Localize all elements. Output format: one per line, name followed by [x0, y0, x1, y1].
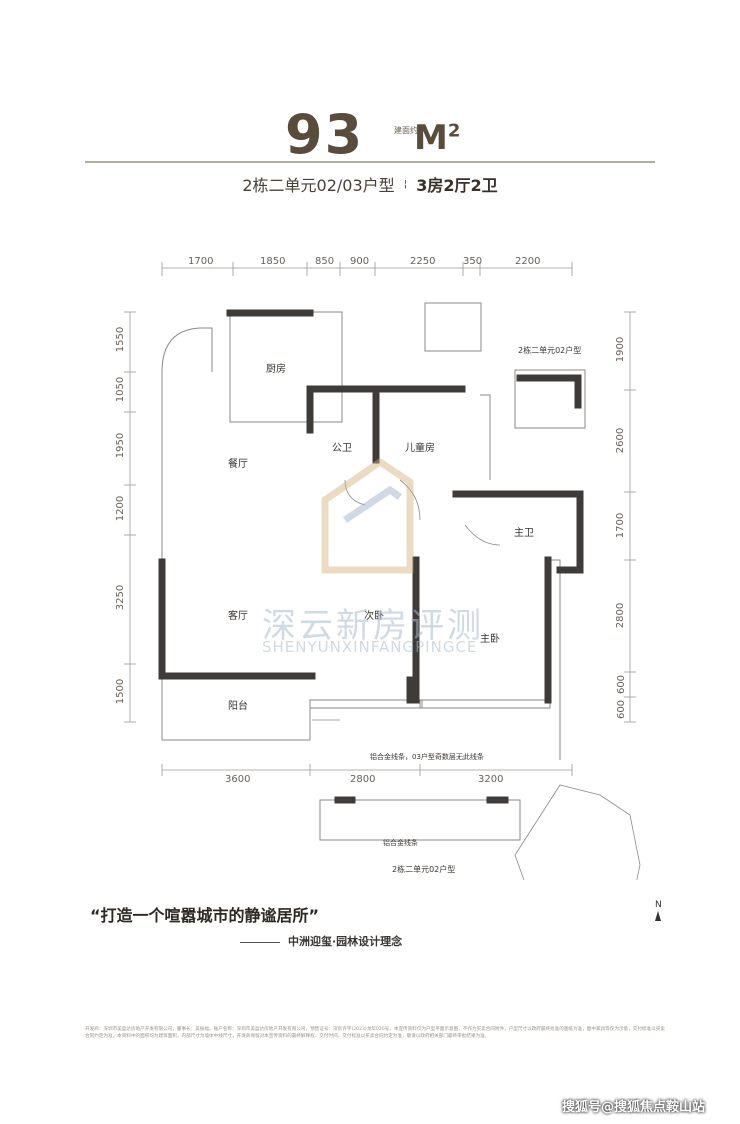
dim-bottom-1: 3600	[225, 774, 251, 785]
dim-bottom-3: 3200	[478, 774, 504, 785]
unit-separator: ¦	[403, 179, 408, 190]
slogan-sub: 中洲迎玺·园林设计理念	[240, 933, 402, 949]
dim-top-4: 900	[350, 256, 370, 267]
compass: N	[655, 900, 662, 921]
dim-top-1: 1700	[188, 256, 214, 267]
room-kids: 儿童房	[405, 443, 435, 454]
dim-left-3: 1950	[115, 432, 127, 459]
room-kitchen: 厨房	[266, 364, 286, 375]
dim-left-2: 1050	[115, 376, 127, 403]
dim-left-6: 1500	[115, 678, 127, 705]
dim-right-4: 2800	[615, 602, 627, 629]
dim-top-5: 2250	[410, 256, 436, 267]
trim-note-bottom: 铝合金线条	[383, 839, 418, 847]
site-plan	[514, 784, 641, 880]
dim-right-1: 1900	[615, 336, 627, 363]
variant-02-label-bottom: 2栋二单元02户型	[392, 865, 456, 874]
dim-left-4: 1200	[115, 495, 127, 522]
dim-bottom-2: 2800	[350, 774, 376, 785]
dim-top-2: 1850	[260, 256, 286, 267]
variant-02-label-right: 2栋二单元02户型	[518, 346, 582, 355]
north-arrow-icon	[655, 911, 662, 921]
fine-print: 开发商：深圳市美盈达房地产开发有限公司，董事长：吴振福，账户名称：深圳市美盈达房…	[85, 1027, 665, 1039]
area-unit: M2	[414, 118, 461, 158]
unit-title: 2栋二单元02/03户型 ¦ 3房2厅2卫	[0, 172, 740, 196]
watermark-house-icon	[321, 457, 414, 574]
dim-right-6: 600	[616, 699, 628, 720]
title-rule	[85, 161, 655, 163]
area-note: 建面约	[394, 126, 418, 135]
dim-left-5: 3250	[115, 584, 127, 611]
dim-right-5: 600	[616, 674, 628, 695]
room-balcony: 阳台	[228, 701, 248, 712]
room-second-bed: 次卧	[364, 611, 384, 622]
watermark-en: SHENYUNXINFANGPINGCE	[262, 638, 478, 656]
room-master-bath: 主卫	[514, 528, 534, 539]
dim-top-7: 2200	[515, 256, 541, 267]
dim-left-1: 1550	[115, 326, 127, 353]
unit-label: 2栋二单元02/03户型	[242, 176, 395, 195]
room-public-bath: 公卫	[332, 443, 352, 454]
dim-top-6: 350	[463, 256, 483, 267]
floor-plan	[124, 262, 641, 880]
watermark-cn: 深云新房评测	[262, 606, 484, 646]
trim-note: 铝合金线条，03户型奇数层无此线条	[370, 753, 484, 761]
layout-label: 3房2厅2卫	[416, 176, 498, 195]
dim-right-3: 1700	[615, 512, 627, 539]
dim-top-3: 850	[315, 256, 335, 267]
source-watermark: 搜狐号@搜狐焦点鞍山站	[562, 1100, 706, 1115]
room-living: 客厅	[228, 611, 248, 622]
room-master-bed: 主卧	[480, 634, 500, 645]
room-dining: 餐厅	[228, 459, 248, 470]
slogan-quote: “打造一个喧嚣城市的静谧居所”	[90, 906, 320, 925]
north-label: N	[655, 900, 662, 910]
area-number: 93	[285, 103, 365, 166]
dim-right-2: 2600	[615, 427, 627, 454]
